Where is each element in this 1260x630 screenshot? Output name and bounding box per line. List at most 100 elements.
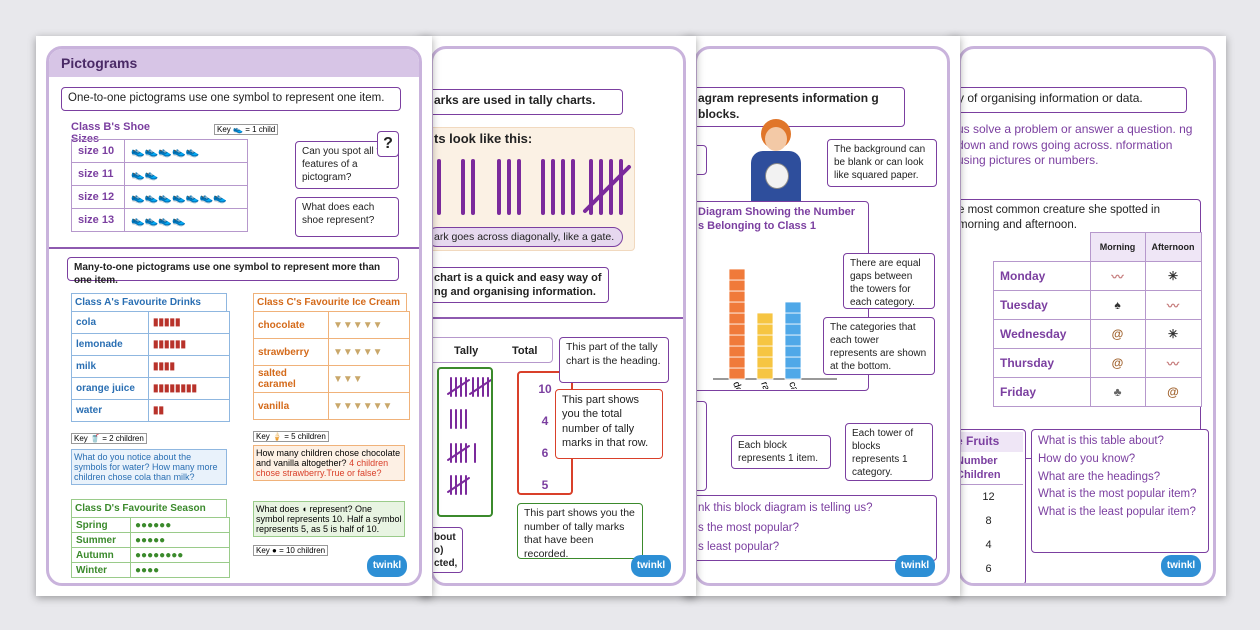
tower-note: Each tower of blocks represents 1 catego… (845, 423, 933, 481)
question-item: What are the headings? (1038, 470, 1161, 483)
page-title: Pictograms (49, 49, 419, 77)
shoe-icons: 👟👟👟👟 (124, 208, 248, 232)
fruit-title: e Fruits (961, 432, 1023, 452)
child-with-rabbit-picture (747, 119, 805, 207)
question-panel: What is this table about? How do you kno… (1031, 429, 1209, 553)
worm-icon: 〰 (1144, 290, 1202, 320)
drink-icons: ▮▮ (148, 399, 230, 422)
fruit-value: 8 (985, 515, 992, 528)
pictogram-row: size 11👟👟 (71, 162, 248, 186)
sheet-3: agram represents information g blocks. T… (684, 36, 960, 596)
pictogram-row: size 12👟👟👟👟👟👟👟 (71, 185, 248, 209)
season-icons: ●●●●●● (130, 517, 230, 533)
ice-cream-key: Key 🍦 = 5 children (253, 431, 329, 442)
block-diagram-intro: agram represents information g blocks. (697, 87, 905, 127)
pictogram-row: Winter●●●● (71, 562, 230, 578)
tally-marks-example (437, 159, 631, 215)
drink-label: milk (71, 355, 149, 378)
cut-note: bout o) cted, (433, 527, 463, 573)
worm-icon: 〰 (1089, 261, 1146, 291)
tally-marks-column (437, 367, 493, 517)
ice-cream-label: strawberry (253, 338, 329, 366)
season-label: Autumn (71, 547, 131, 563)
drinks-key: Key 🥤 = 2 children (71, 433, 147, 444)
drinks-title: Class A's Favourite Drinks (71, 293, 227, 312)
shoe-size-label: size 13 (71, 208, 125, 232)
total-note: This part shows you the total number of … (555, 389, 663, 459)
ice-cream-icons: ▼▼▼▼▼ (328, 338, 410, 366)
spider-icon: ✳ (1144, 319, 1202, 349)
season-label: Summer (71, 532, 131, 548)
gaps-note: There are equal gaps between the towers … (843, 253, 935, 309)
question-item: What is this table about? (1038, 435, 1164, 447)
drink-icons: ▮▮▮▮▮▮ (148, 333, 230, 356)
drink-label: water (71, 399, 149, 422)
tally-chart-header: Tally Total (433, 337, 553, 363)
chart-title: Diagram Showing the Number s Belonging t… (698, 206, 856, 233)
snail-icon: @ (1144, 377, 1202, 407)
drink-icons: ▮▮▮▮ (148, 355, 230, 378)
pictogram-row: vanilla▼▼▼▼▼▼ (253, 392, 410, 420)
drink-label: orange juice (71, 377, 149, 400)
category-label: rabbit (758, 380, 777, 389)
pictogram-row: size 13👟👟👟👟 (71, 208, 248, 232)
question-panel: nk this block diagram is telling us? s t… (697, 495, 937, 561)
sheet-1-frame: Pictograms One-to-one pictograms use one… (46, 46, 422, 586)
twinkl-logo: twinkl (631, 555, 671, 577)
bird-icon: ♠ (1089, 290, 1146, 320)
drink-label: lemonade (71, 333, 149, 356)
tally-column-heading: Tally (454, 345, 479, 357)
category-label: cat (786, 380, 801, 389)
divider (433, 317, 683, 319)
pictogram-row: chocolate▼▼▼▼▼ (253, 311, 410, 339)
ice-cream-question: How many children chose chocolate and va… (253, 445, 405, 481)
day-label: Tuesday (993, 290, 1091, 320)
season-label: Spring (71, 517, 131, 533)
shoe-size-label: size 10 (71, 139, 125, 163)
fruit-column-heading: Number Children (961, 452, 1023, 486)
season-key: Key ● = 10 children (253, 545, 329, 556)
cut-box (697, 145, 707, 175)
total-column-heading: Total (512, 345, 538, 357)
twinkl-logo: twinkl (367, 555, 407, 577)
season-question: What does ◖ represent? One symbol repres… (253, 501, 405, 537)
ice-cream-question-text: How many children chose chocolate and va… (256, 448, 401, 468)
tally-intro: arks are used in tally charts. (433, 89, 623, 115)
creature-table: Morning Afternoon Monday〰✳ Tuesday♠〰 Wed… (993, 232, 1202, 407)
ice-cream-label: salted caramel (253, 365, 329, 393)
question-item: s least popular? (698, 541, 780, 554)
creature-intro: e most common creature she spotted in mo… (958, 204, 1160, 231)
question-mark: ? (377, 131, 399, 157)
shoe-size-label: size 11 (71, 162, 125, 186)
season-icons: ●●●●● (130, 532, 230, 548)
bar-dog (728, 268, 746, 380)
sheet-4: y of organising information or data. us … (950, 36, 1226, 596)
category-label: dog (730, 380, 746, 389)
block-diagram-chart: dog rabbit cat (713, 268, 837, 389)
fruit-value: 12 (982, 491, 995, 504)
sheet-2-frame: arks are used in tally charts. ts look l… (430, 46, 686, 586)
ice-cream-icons: ▼▼▼▼▼ (328, 311, 410, 339)
season-pictogram-table: Spring●●●●●●Summer●●●●●Autumn●●●●●●●●Win… (71, 517, 230, 578)
pictogram-row: salted caramel▼▼▼ (253, 365, 410, 393)
fruit-value: 4 (985, 539, 992, 552)
twinkl-logo: twinkl (895, 555, 935, 577)
table-description: us solve a problem or answer a question.… (961, 119, 1201, 179)
sheet-4-frame: y of organising information or data. us … (958, 46, 1216, 586)
ice-cream-title: Class C's Favourite Ice Cream (253, 293, 407, 312)
ice-cream-pictogram-table: chocolate▼▼▼▼▼strawberry▼▼▼▼▼salted cara… (253, 311, 410, 420)
drinks-question: What do you notice about the symbols for… (71, 449, 227, 485)
fruit-value: 6 (985, 563, 992, 576)
season-label: Winter (71, 562, 131, 578)
tally-look-label: ts look like this: (434, 131, 533, 146)
tally-total: 5 (541, 478, 549, 492)
sheet-3-frame: agram represents information g blocks. T… (694, 46, 950, 586)
ice-cream-label: chocolate (253, 311, 329, 339)
question-item: What is the least popular item? (1038, 506, 1196, 519)
col-afternoon: Afternoon (1144, 232, 1202, 262)
one-to-one-intro: One-to-one pictograms use one symbol to … (61, 87, 401, 111)
snail-icon: @ (1089, 319, 1146, 349)
pictogram-row: milk▮▮▮▮ (71, 355, 230, 378)
pictogram-row: Summer●●●●● (71, 532, 230, 548)
ice-cream-label: vanilla (253, 392, 329, 420)
